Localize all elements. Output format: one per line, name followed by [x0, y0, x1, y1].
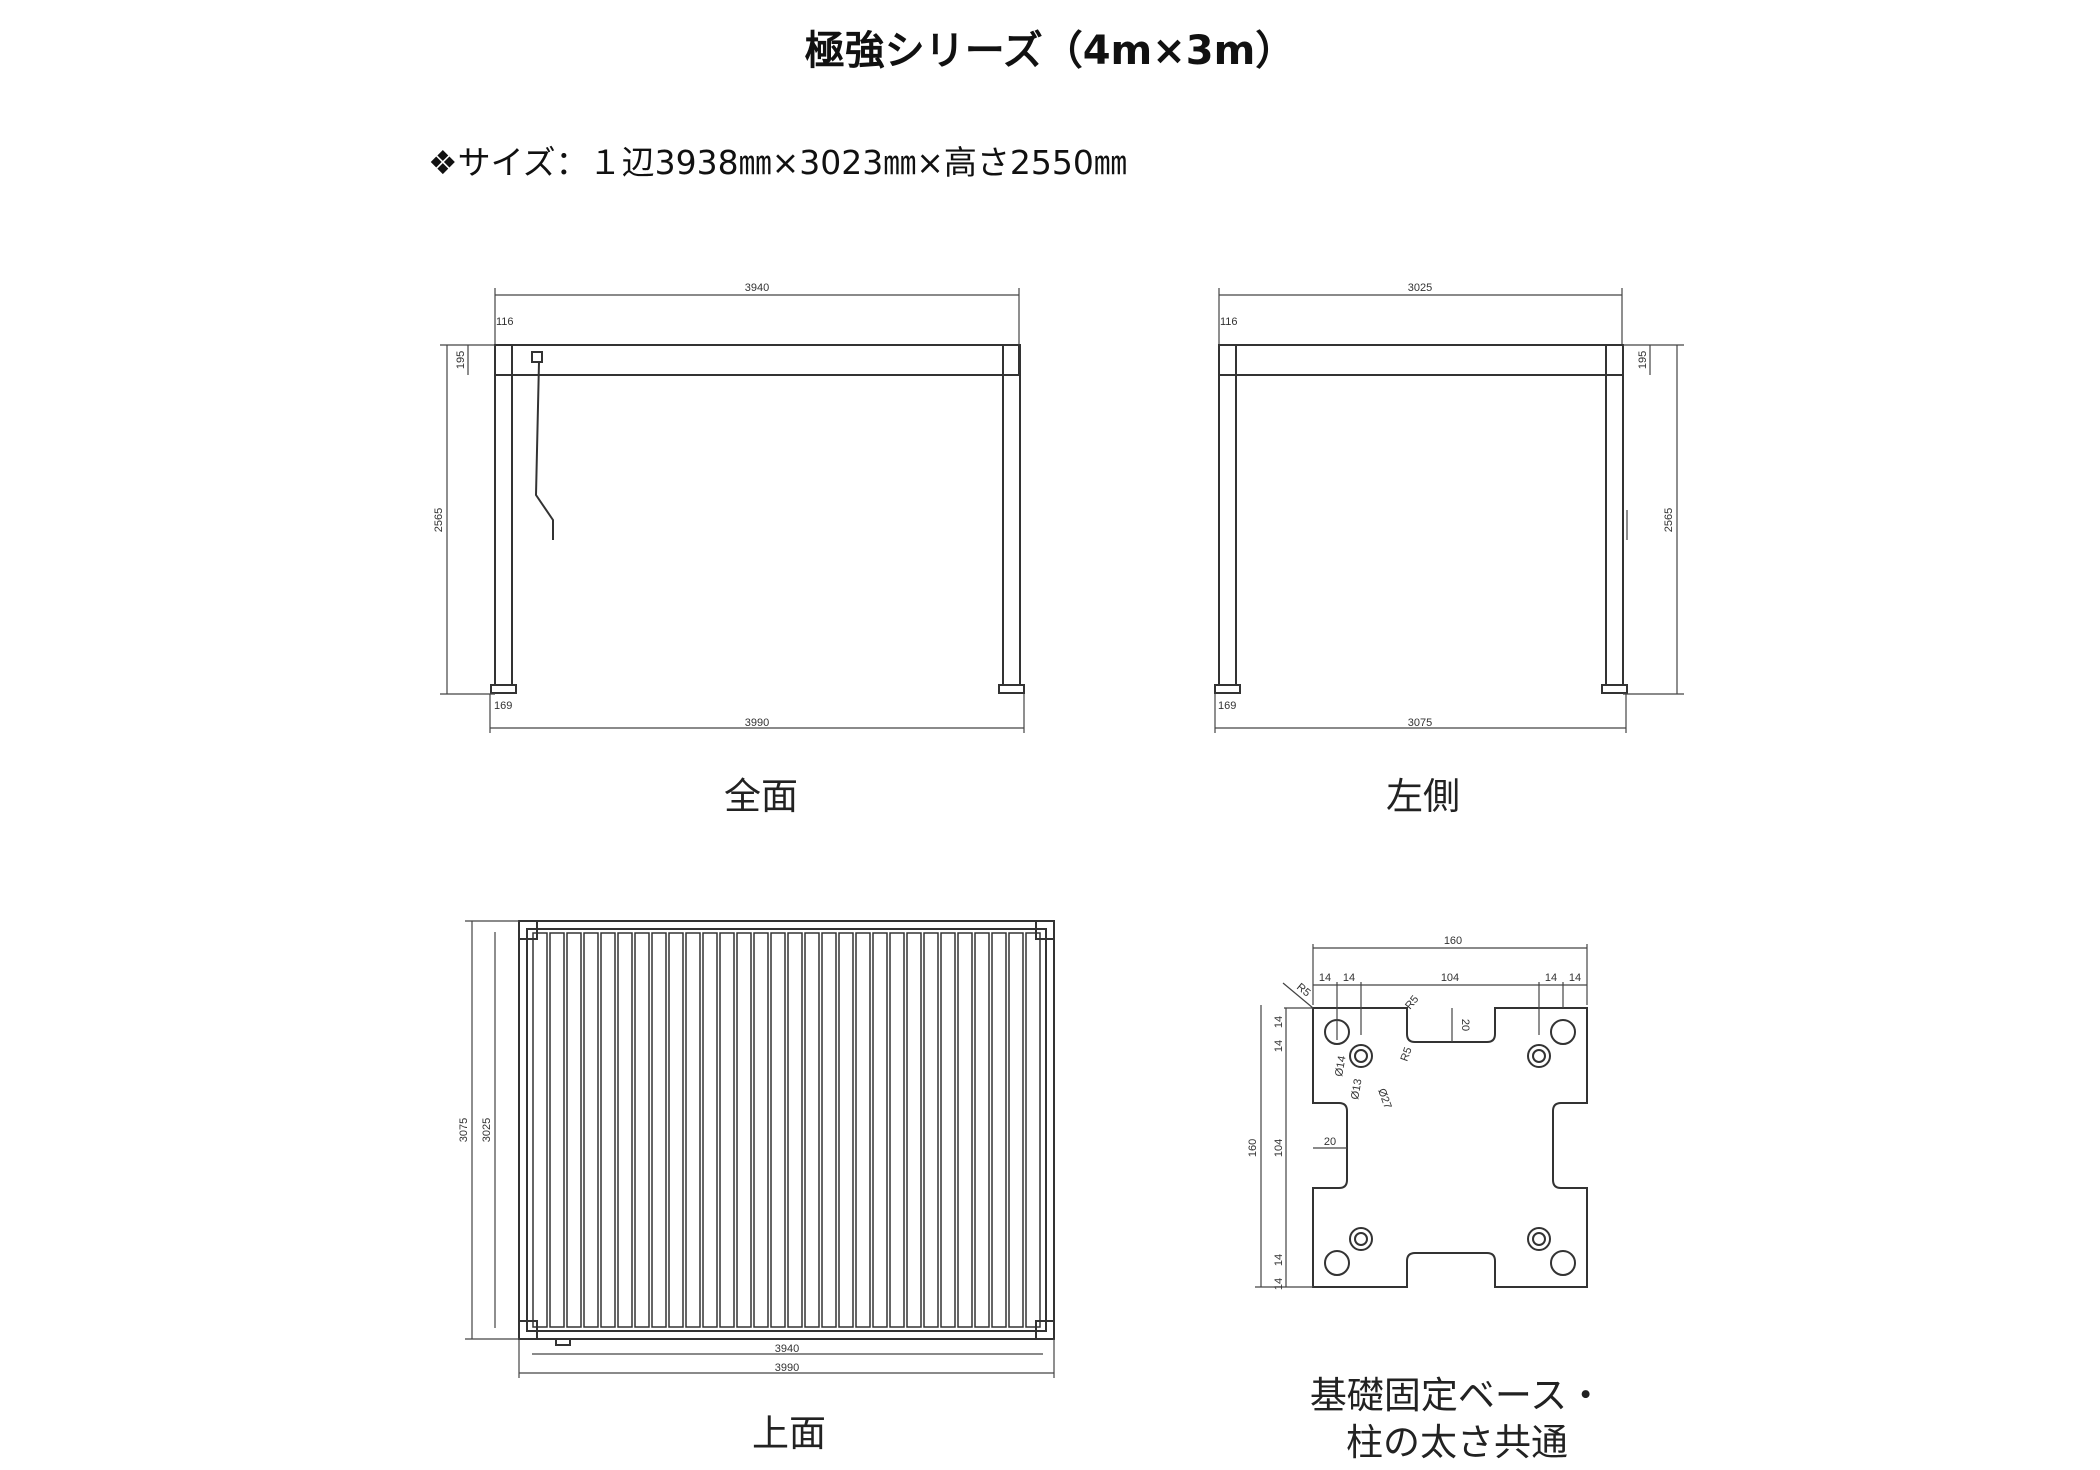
base-plate-view: 160 14 14 104 14 14 160 14 14 104 14 14 … [1247, 935, 1588, 1290]
front-width-bottom: 3990 [745, 717, 769, 729]
louver-slat [583, 932, 599, 1328]
front-view: 3940 116 2565 195 3990 169 [433, 282, 1025, 733]
base-dim-14d: 14 [1569, 972, 1581, 984]
louver-slat [532, 932, 548, 1328]
side-foot-dim: 169 [1218, 700, 1236, 712]
base-label-line1: 基礎固定ベース・ [1309, 1374, 1605, 1417]
louver-slat [566, 932, 582, 1328]
louver-slat [787, 932, 803, 1328]
louver-slat [991, 932, 1007, 1328]
base-dia27: Ø27 [1375, 1087, 1393, 1111]
side-view: 3025 116 2565 195 3075 169 [1214, 282, 1684, 733]
size-spec: ❖サイズ：１辺3938㎜×3023㎜×高さ2550㎜ [428, 143, 1127, 182]
base-dim-104: 104 [1441, 972, 1459, 984]
louver-slat [617, 932, 633, 1328]
base-dia13: Ø13 [1349, 1078, 1364, 1101]
louver-slat [719, 932, 735, 1328]
base-r5-c: R5 [1399, 1046, 1415, 1063]
louver-slat [974, 932, 990, 1328]
louver-slat [940, 932, 956, 1328]
top-view-label: 上面 [752, 1412, 826, 1455]
front-beam-dim: 195 [455, 351, 467, 369]
louver-slat [600, 932, 616, 1328]
base-dim-14e: 14 [1273, 1016, 1285, 1028]
louver-slat [736, 932, 752, 1328]
front-width-top: 3940 [745, 282, 769, 294]
base-dim-14f: 14 [1273, 1040, 1285, 1052]
louver-slat [804, 932, 820, 1328]
louver-slat [821, 932, 837, 1328]
side-height: 2565 [1663, 508, 1675, 532]
front-post-dim: 116 [496, 316, 514, 328]
side-view-label: 左側 [1386, 775, 1460, 818]
top-width-outer: 3990 [775, 1362, 799, 1374]
side-post-dim: 116 [1220, 316, 1238, 328]
louver-slat [1025, 932, 1041, 1328]
top-view: 3075 3025 3940 3990 [458, 920, 1055, 1378]
louver-slat [702, 932, 718, 1328]
louver-slat [685, 932, 701, 1328]
louver-slat [855, 932, 871, 1328]
side-width-bottom: 3075 [1408, 717, 1432, 729]
louver-slat [549, 932, 565, 1328]
base-dim-14h: 14 [1273, 1278, 1285, 1290]
base-dia14: Ø14 [1333, 1055, 1348, 1078]
base-dim-104v: 104 [1273, 1139, 1285, 1157]
top-width-inner: 3940 [775, 1343, 799, 1355]
top-depth-outer: 3075 [458, 1118, 470, 1142]
louver-slat [906, 932, 922, 1328]
base-r5-b: R5 [1403, 993, 1421, 1011]
louver-slat [634, 932, 650, 1328]
louver-slat [957, 932, 973, 1328]
top-depth-inner: 3025 [481, 1118, 493, 1142]
base-dim-20b: 20 [1459, 1019, 1471, 1031]
louver-slat [753, 932, 769, 1328]
front-view-label: 全面 [724, 775, 798, 818]
louver-slat [872, 932, 888, 1328]
front-height: 2565 [433, 508, 445, 532]
side-beam-dim: 195 [1637, 351, 1649, 369]
side-width-top: 3025 [1408, 282, 1432, 294]
front-foot-dim: 169 [494, 700, 512, 712]
louver-slat [923, 932, 939, 1328]
base-dim-14g: 14 [1273, 1254, 1285, 1266]
louver-slat [838, 932, 854, 1328]
louver-slat [1008, 932, 1024, 1328]
louver-slat [668, 932, 684, 1328]
base-overall-height: 160 [1247, 1139, 1259, 1157]
base-dim-20a: 20 [1324, 1136, 1336, 1148]
louver-slat [770, 932, 786, 1328]
base-label-line2: 柱の太さ共通 [1346, 1421, 1568, 1464]
louver-slats [532, 932, 1041, 1328]
base-dim-14c: 14 [1545, 972, 1557, 984]
louver-slat [651, 932, 667, 1328]
base-dim-14a: 14 [1319, 972, 1331, 984]
louver-slat [889, 932, 905, 1328]
base-r5-a: R5 [1294, 981, 1312, 999]
base-overall-width: 160 [1444, 935, 1462, 947]
base-dim-14b: 14 [1343, 972, 1355, 984]
page-title: 極強シリーズ（4m×3m） [804, 28, 1296, 74]
